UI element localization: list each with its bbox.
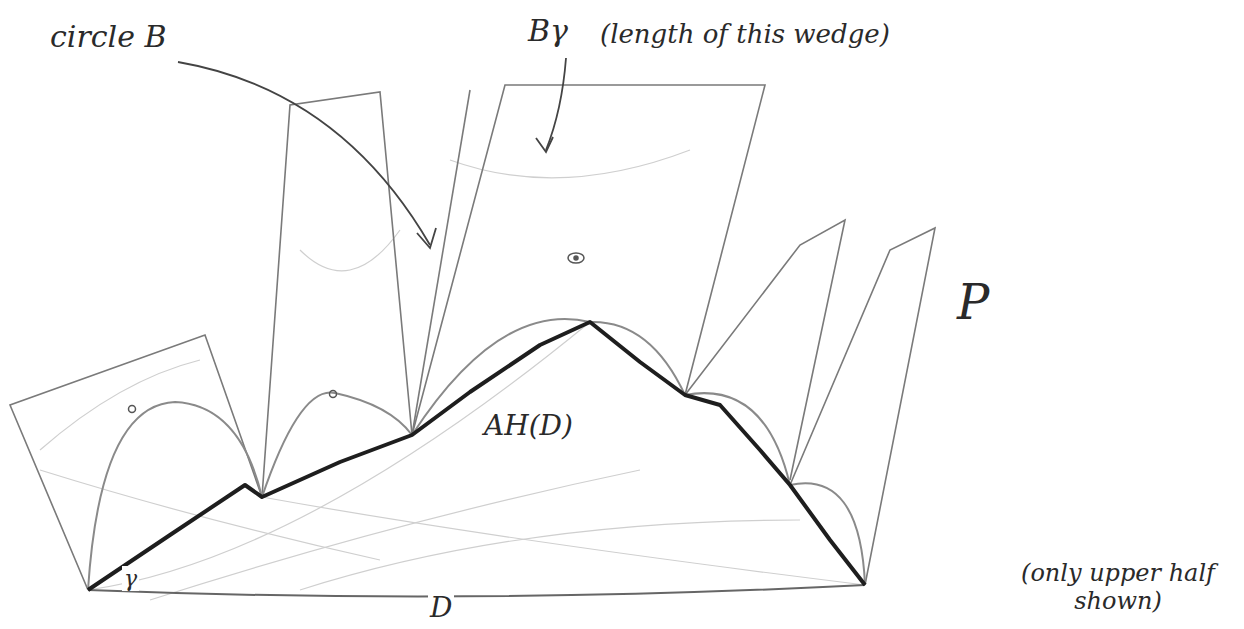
hull-label: AH(D): [482, 410, 575, 442]
arrowhead: [536, 137, 553, 152]
chord-label: D: [428, 592, 454, 624]
note-text: (length of this wedge): [598, 20, 892, 50]
circle-arc: [685, 393, 790, 485]
leader-arrow: [546, 58, 566, 150]
hull-boundary: [88, 322, 865, 590]
arrowhead: [417, 228, 436, 248]
wedge-outline: [412, 85, 765, 435]
shading-stroke: [150, 470, 640, 600]
wedge-outline: [262, 92, 412, 497]
wedge-label: Bγ: [526, 14, 570, 49]
circle-arc: [88, 402, 262, 590]
wedge-outline: [10, 335, 262, 590]
shading-stroke: [300, 520, 800, 590]
leader-arrow: [178, 62, 430, 245]
chord-line: [88, 585, 865, 596]
arc-dot: [330, 391, 337, 398]
arc-dot: [129, 406, 136, 413]
arc-dot: [568, 253, 584, 263]
arc-dot: [574, 256, 578, 260]
wedge-outline: [685, 220, 845, 480]
shading-stroke: [300, 230, 400, 271]
shading-stroke: [40, 360, 200, 450]
region-label: P: [955, 275, 991, 330]
circle-label: circle B: [48, 20, 168, 55]
angle-label: γ: [122, 566, 139, 591]
note-text: (only upper half shown): [1000, 560, 1236, 615]
wedge-outline: [790, 228, 935, 585]
shading-stroke: [262, 497, 865, 585]
wedge-outline: [412, 90, 470, 435]
